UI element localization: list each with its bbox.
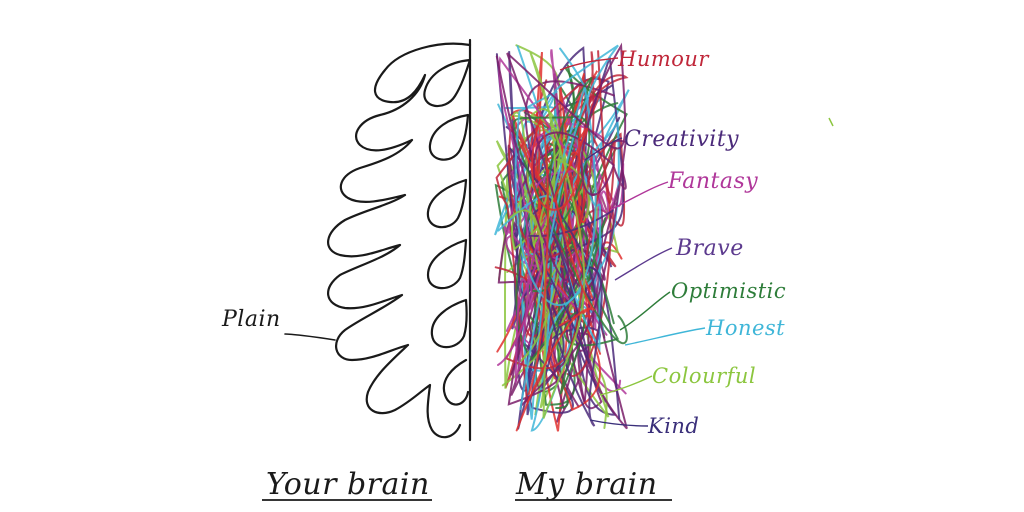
trait-label-honest: Honest xyxy=(705,316,785,340)
trait-label-kind: Kind xyxy=(647,414,699,438)
trait-label-humour: Humour xyxy=(617,47,710,71)
plain-brain-half xyxy=(284,38,472,442)
scribble-stroke xyxy=(503,89,630,334)
scribble-stroke xyxy=(509,147,614,427)
stray-mark xyxy=(828,117,834,127)
trait-label-colourful: Colourful xyxy=(652,364,756,388)
scribble-stroke xyxy=(497,44,619,410)
scribble-stroke xyxy=(509,52,590,419)
trait-label-creativity: Creativity xyxy=(624,127,739,152)
trait-label-brave: Brave xyxy=(675,236,744,261)
colourful-brain-half xyxy=(494,42,630,432)
plain-label: Plain xyxy=(221,307,281,332)
scribble-stroke xyxy=(495,42,627,281)
my-brain-caption: My brain xyxy=(515,467,658,502)
trait-label-fantasy: Fantasy xyxy=(667,169,758,194)
scribble-stroke xyxy=(515,117,595,432)
trait-label-optimistic: Optimistic xyxy=(671,279,786,303)
your-brain-caption: Your brain xyxy=(266,467,430,502)
leader-lines xyxy=(559,57,706,427)
scribble-stroke xyxy=(513,76,628,345)
